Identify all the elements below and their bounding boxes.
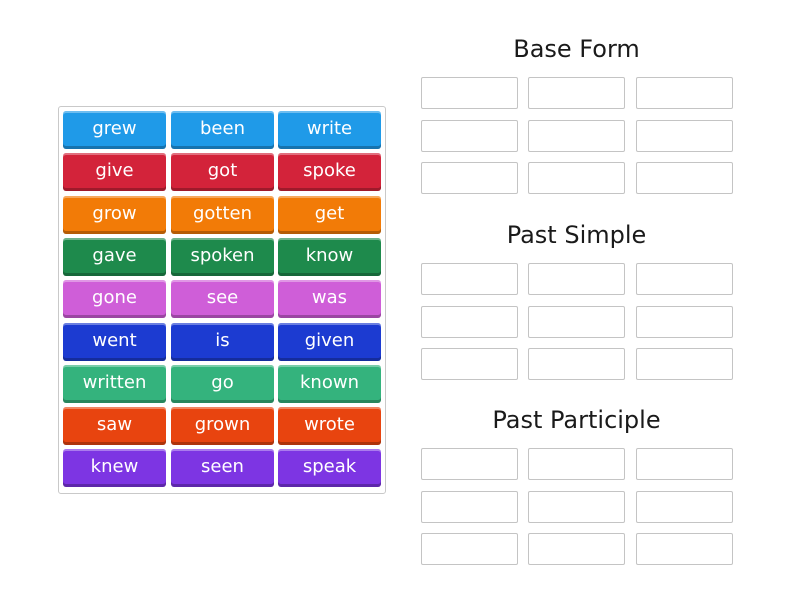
drop-slot-base-form[interactable]: [636, 77, 733, 109]
word-tile[interactable]: gave: [63, 237, 166, 276]
drop-slot-past-participle[interactable]: [636, 490, 733, 523]
drop-slot-past-participle[interactable]: [528, 490, 625, 523]
drop-slot-past-simple[interactable]: [528, 263, 625, 295]
drop-slot-base-form[interactable]: [421, 162, 518, 194]
drop-slot-past-simple[interactable]: [636, 305, 733, 338]
word-tile[interactable]: spoke: [278, 153, 381, 192]
drop-slot-past-simple[interactable]: [528, 305, 625, 338]
word-tile[interactable]: was: [278, 280, 381, 319]
drop-slot-base-form[interactable]: [528, 162, 625, 194]
drop-slot-past-simple[interactable]: [528, 348, 625, 380]
drop-slot-past-participle[interactable]: [421, 490, 518, 523]
drop-slot-past-simple[interactable]: [421, 305, 518, 338]
group-title-past-simple: Past Simple: [506, 221, 647, 249]
word-tile[interactable]: grew: [63, 111, 166, 149]
drop-slot-base-form[interactable]: [636, 119, 733, 152]
word-tile[interactable]: speak: [278, 449, 381, 488]
word-tile[interactable]: spoken: [171, 237, 274, 276]
word-tile[interactable]: give: [63, 153, 166, 192]
word-tile[interactable]: grown: [171, 407, 274, 446]
drop-slot-past-participle[interactable]: [528, 448, 625, 480]
word-tile[interactable]: gotten: [171, 195, 274, 234]
word-tile[interactable]: gone: [63, 280, 166, 319]
drop-slot-past-participle[interactable]: [636, 448, 733, 480]
group-title-base-form: Base Form: [513, 35, 640, 63]
word-tile[interactable]: went: [63, 322, 166, 361]
word-tile[interactable]: been: [171, 111, 274, 149]
word-tile[interactable]: is: [171, 322, 274, 361]
drop-slot-past-participle[interactable]: [421, 448, 518, 480]
word-tile[interactable]: wrote: [278, 407, 381, 446]
drop-slot-base-form[interactable]: [636, 162, 733, 194]
word-tile[interactable]: known: [278, 364, 381, 403]
drop-slot-past-simple[interactable]: [421, 348, 518, 380]
drop-slot-past-simple[interactable]: [421, 263, 518, 295]
word-tile[interactable]: knew: [63, 449, 166, 488]
word-tile[interactable]: saw: [63, 407, 166, 446]
word-tile[interactable]: get: [278, 195, 381, 234]
word-tile[interactable]: see: [171, 280, 274, 319]
word-tile[interactable]: grow: [63, 195, 166, 234]
word-tile[interactable]: seen: [171, 449, 274, 488]
drop-slot-base-form[interactable]: [421, 77, 518, 109]
group-title-past-participle: Past Participle: [492, 406, 661, 434]
word-tile[interactable]: write: [278, 111, 381, 149]
drop-slot-past-participle[interactable]: [528, 533, 625, 565]
drop-slot-base-form[interactable]: [421, 119, 518, 152]
drop-slot-past-participle[interactable]: [421, 533, 518, 565]
drop-slot-past-simple[interactable]: [636, 263, 733, 295]
drop-slot-past-simple[interactable]: [636, 348, 733, 380]
drop-slot-past-participle[interactable]: [636, 533, 733, 565]
drop-slot-base-form[interactable]: [528, 77, 625, 109]
word-tile[interactable]: got: [171, 153, 274, 192]
word-tile[interactable]: given: [278, 322, 381, 361]
drop-slot-base-form[interactable]: [528, 119, 625, 152]
word-tile[interactable]: go: [171, 364, 274, 403]
word-tile[interactable]: written: [63, 364, 166, 403]
word-tile[interactable]: know: [278, 237, 381, 276]
